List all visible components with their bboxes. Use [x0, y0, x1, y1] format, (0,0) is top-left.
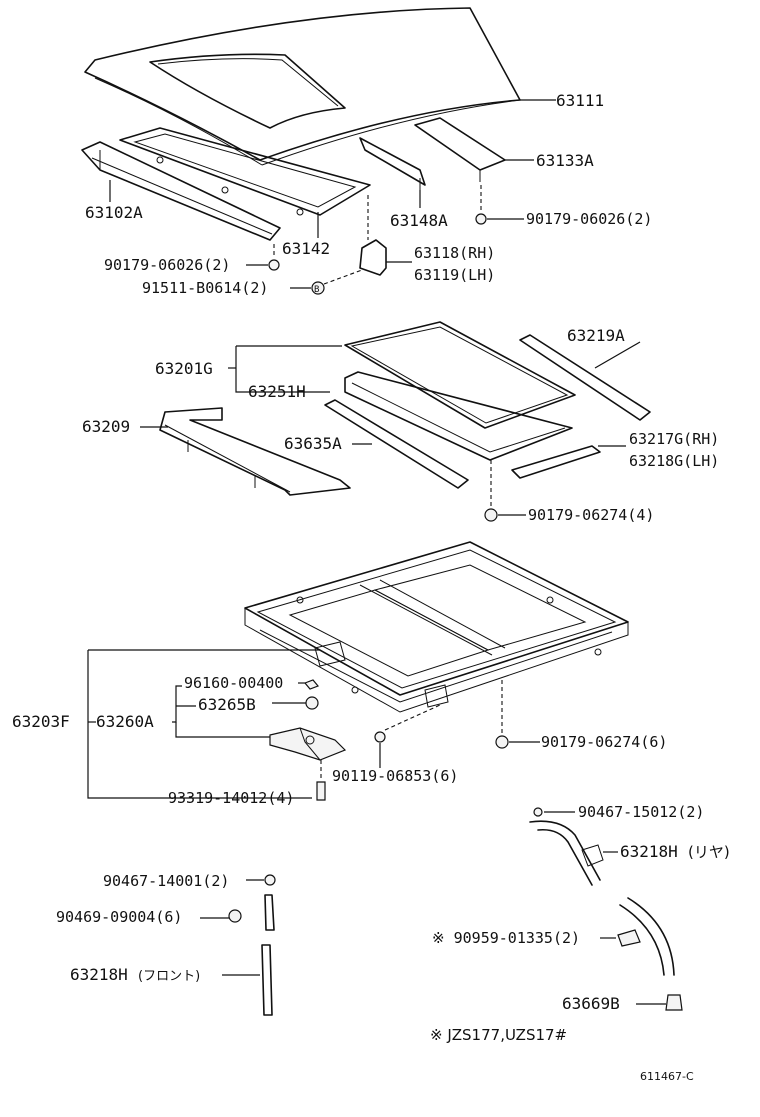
bracket-63118-63119[interactable]	[359, 239, 387, 276]
weatherstrip-63251H[interactable]	[344, 371, 573, 461]
bolt-icon	[311, 281, 325, 295]
label-63119: 63119(LH)	[414, 266, 495, 284]
drain-valve-icon	[665, 994, 683, 1011]
label-63201G: 63201G	[155, 359, 213, 378]
label-90179-06274-bottom: 90179-06274(6)	[541, 733, 667, 751]
label-63260A: 63260A	[96, 712, 154, 731]
label-93319: 93319-14012(4)	[168, 789, 294, 807]
deflector-63219A[interactable]	[519, 334, 651, 421]
label-90467-14001: 90467-14001(2)	[103, 872, 229, 890]
footnote: ※ JZS177,UZS17#	[430, 1026, 567, 1044]
label-63142: 63142	[282, 239, 330, 258]
clip-icon	[303, 679, 320, 690]
label-63669B: 63669B	[562, 994, 620, 1013]
label-63218H-front-note: (フロント)	[138, 969, 200, 984]
label-63209: 63209	[82, 417, 130, 436]
label-90467-15012: 90467-15012(2)	[578, 803, 704, 821]
drain-hose-rear-63218H[interactable]	[529, 820, 675, 976]
nut-icon	[268, 259, 280, 271]
label-63635A: 63635A	[284, 434, 342, 453]
nut-icon	[495, 735, 509, 749]
label-63218H-rear-note: (リヤ)	[688, 843, 730, 861]
label-63218G: 63218G(LH)	[629, 452, 719, 470]
label-90119: 90119-06853(6)	[332, 767, 458, 785]
sunroof-frame-63203F[interactable]	[244, 541, 629, 713]
nut-icon	[484, 508, 498, 522]
sunroof-housing-63142[interactable]	[119, 127, 371, 216]
label-90179-06026-top: 90179-06026(2)	[526, 210, 652, 228]
bracket-63148A[interactable]	[359, 137, 426, 190]
label-63219A: 63219A	[567, 326, 625, 345]
seal-63635A[interactable]	[324, 399, 469, 489]
clip-icon	[264, 874, 276, 886]
label-63102A: 63102A	[85, 203, 143, 222]
figure-id: 611467-C	[640, 1070, 694, 1083]
rail-63133A[interactable]	[414, 117, 506, 182]
bolt-icon	[374, 731, 386, 743]
motor-63260A[interactable]	[269, 727, 347, 761]
label-90959: ※ 90959-01335(2)	[432, 929, 580, 947]
label-90469: 90469-09004(6)	[56, 908, 182, 926]
glass-panel-63201G[interactable]	[344, 321, 576, 429]
clip-icon	[533, 807, 543, 817]
nut-icon	[475, 213, 487, 225]
label-63251H: 63251H	[248, 382, 306, 401]
label-63265B: 63265B	[198, 695, 256, 714]
roof-panel-63111[interactable]	[84, 7, 521, 166]
label-63148A: 63148A	[390, 211, 448, 230]
label-90179-06026-bottom: 90179-06026(2)	[104, 256, 230, 274]
label-90179-06274-top: 90179-06274(4)	[528, 506, 654, 524]
screw-icon	[316, 781, 326, 801]
label-63218H-front: 63218H	[70, 965, 128, 984]
label-63133A: 63133A	[536, 151, 594, 170]
gear-icon	[305, 696, 319, 710]
label-96160: 96160-00400	[184, 674, 283, 692]
bolt-mark: B	[314, 285, 319, 295]
label-63118: 63118(RH)	[414, 244, 495, 262]
label-63217G: 63217G(RH)	[629, 430, 719, 448]
label-63111: 63111	[556, 91, 604, 110]
drain-hose-front-63218H[interactable]	[261, 894, 275, 1016]
label-91511: 91511-B0614(2)	[142, 279, 268, 297]
frame-63209[interactable]	[159, 407, 351, 496]
trim-63217G-63218G[interactable]	[511, 445, 601, 479]
label-63203F: 63203F	[12, 712, 70, 731]
frame-63102A[interactable]	[81, 141, 281, 241]
clamp-icon	[228, 909, 242, 923]
clamp-icon	[617, 929, 641, 947]
label-63218H-rear: 63218H	[620, 842, 678, 861]
